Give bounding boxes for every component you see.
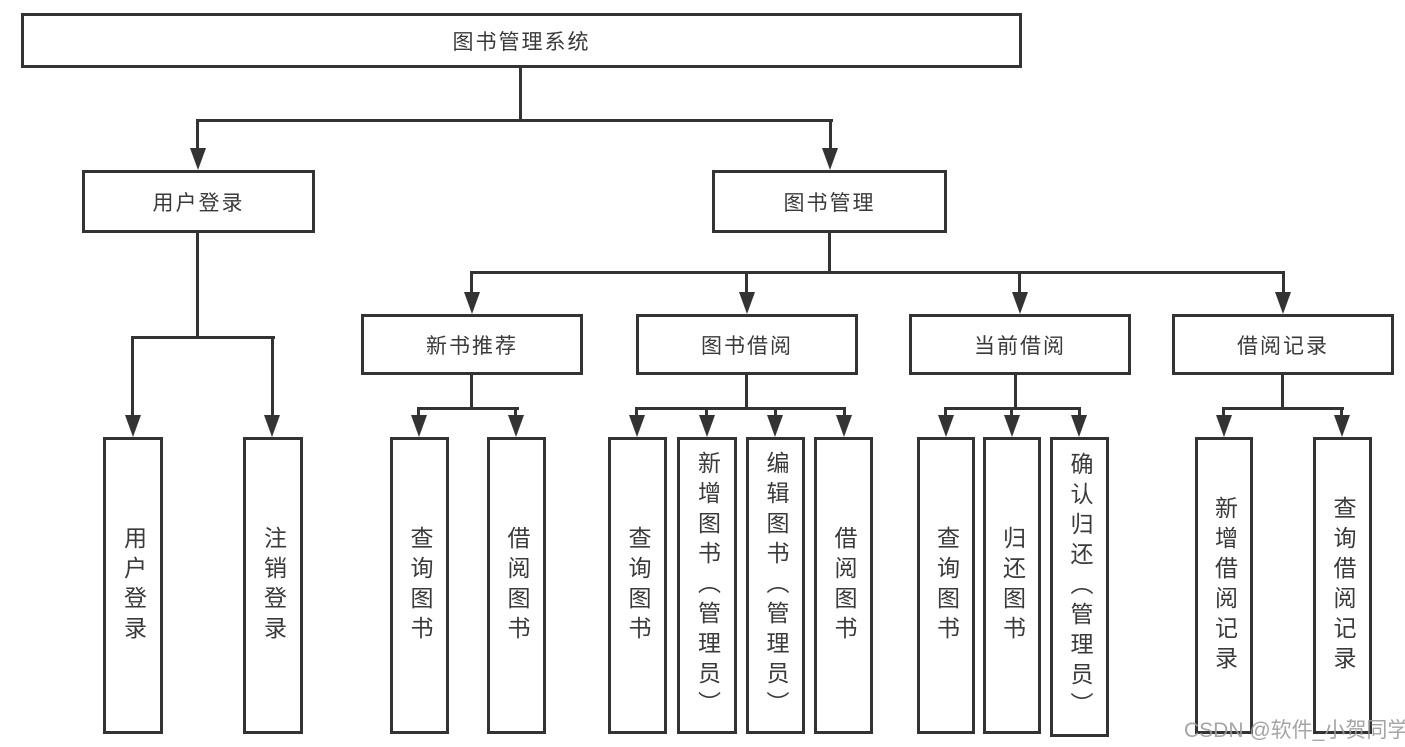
edge-login-bar [131, 336, 275, 339]
arrow-down-icon [1004, 415, 1020, 437]
leaf-confirm-return-admin: 确认归还（管理员） [1050, 437, 1109, 737]
arrow-down-icon [464, 292, 480, 314]
edge-mgmt-drop-4 [1282, 271, 1285, 293]
arrow-down-icon [822, 148, 838, 170]
node-current-borrowing: 当前借阅 [909, 314, 1131, 375]
edge-root-bar [196, 119, 833, 122]
edge-records-drop-1 [1222, 407, 1225, 419]
leaf-query-borrow-record: 查询借阅记录 [1313, 437, 1372, 734]
edge-current-drop-1 [944, 407, 947, 419]
leaf-label: 借阅图书 [831, 525, 857, 646]
leaf-add-books-admin: 新增图书（管理员） [677, 437, 737, 734]
edge-current-drop-3 [1078, 407, 1081, 419]
node-label: 新书推荐 [426, 334, 518, 358]
leaf-label: 借阅图书 [504, 525, 530, 646]
arrow-down-icon [264, 415, 280, 437]
leaf-label: 查询图书 [933, 525, 960, 646]
edge-login-stem [196, 233, 199, 339]
edge-mgmt-drop-3 [1018, 271, 1021, 293]
leaf-label: 归还图书 [999, 525, 1026, 646]
edge-records-bar [1222, 407, 1344, 410]
csdn-watermark: CSDN @软件_小贺同学 [1184, 719, 1405, 742]
arrow-down-icon [938, 415, 954, 437]
leaf-logout: 注销登录 [243, 437, 303, 734]
edge-borrow-drop-4 [843, 407, 846, 419]
leaf-query-books-borrowing: 查询图书 [608, 437, 667, 734]
node-label: 图书管理 [783, 191, 876, 215]
edge-root-drop-left [196, 119, 199, 150]
edge-mgmt-drop-2 [745, 271, 748, 293]
leaf-label: 查询借阅记录 [1330, 495, 1356, 676]
node-book-borrowing: 图书借阅 [636, 314, 858, 375]
arrow-down-icon [508, 415, 524, 437]
leaf-label: 确认归还（管理员） [1067, 452, 1093, 722]
arrow-down-icon [836, 415, 852, 437]
leaf-label: 注销登录 [260, 525, 287, 646]
edge-mgmt-stem [828, 233, 831, 273]
edge-borrow-drop-2 [705, 407, 708, 419]
leaf-query-books-newbook: 查询图书 [390, 437, 449, 734]
leaf-label: 查询图书 [625, 525, 651, 646]
edge-borrow-drop-1 [635, 407, 638, 419]
arrow-down-icon [1216, 415, 1232, 437]
leaf-label: 查询图书 [407, 525, 433, 646]
node-book-management: 图书管理 [712, 170, 947, 233]
arrow-down-icon [629, 415, 645, 437]
leaf-add-borrow-record: 新增借阅记录 [1195, 437, 1253, 734]
arrow-down-icon [1012, 292, 1028, 314]
node-user-login: 用户登录 [82, 170, 315, 233]
edge-newbook-stem [470, 375, 473, 410]
edge-newbook-drop-2 [514, 407, 517, 419]
edge-root-drop-right [829, 119, 832, 150]
node-label: 图书借阅 [701, 334, 793, 358]
leaf-query-books-current: 查询图书 [917, 437, 975, 734]
arrow-down-icon [1071, 415, 1087, 437]
edge-login-drop-1 [131, 336, 134, 416]
arrow-down-icon [1334, 415, 1350, 437]
node-label: 图书管理系统 [452, 30, 591, 54]
arrow-down-icon [411, 415, 427, 437]
leaf-label: 新增借阅记录 [1211, 495, 1238, 676]
edge-newbook-bar [417, 407, 519, 410]
edge-current-stem [1014, 375, 1017, 410]
leaf-borrow-books-borrowing: 借阅图书 [814, 437, 873, 734]
node-library-management-system: 图书管理系统 [21, 13, 1022, 68]
node-new-book-recommendation: 新书推荐 [361, 314, 583, 375]
edge-mgmt-bar [470, 271, 1285, 274]
arrow-down-icon [1275, 292, 1291, 314]
edge-root-stem [519, 66, 522, 121]
edge-records-drop-2 [1340, 407, 1343, 419]
edge-login-drop-2 [271, 336, 274, 416]
leaf-user-login: 用户登录 [103, 437, 163, 734]
leaf-label: 新增图书（管理员） [694, 450, 721, 721]
edge-mgmt-drop-1 [470, 271, 473, 293]
leaf-edit-books-admin: 编辑图书（管理员） [746, 437, 805, 734]
arrow-down-icon [190, 148, 206, 170]
edge-borrow-drop-3 [774, 407, 777, 419]
edge-newbook-drop-1 [417, 407, 420, 419]
arrow-down-icon [699, 415, 715, 437]
node-label: 借阅记录 [1237, 334, 1329, 358]
arrow-down-icon [125, 415, 141, 437]
node-label: 当前借阅 [974, 334, 1066, 358]
arrow-down-icon [739, 292, 755, 314]
arrow-down-icon [767, 415, 783, 437]
leaf-label: 用户登录 [120, 525, 147, 646]
leaf-return-books: 归还图书 [983, 437, 1041, 734]
edge-borrow-stem [745, 375, 748, 410]
node-borrowing-records: 借阅记录 [1172, 314, 1394, 375]
node-label: 用户登录 [152, 191, 245, 215]
edge-records-stem [1281, 375, 1284, 410]
leaf-borrow-books-newbook: 借阅图书 [487, 437, 546, 734]
edge-current-drop-2 [1010, 407, 1013, 419]
edge-borrow-bar [635, 407, 846, 410]
leaf-label: 编辑图书（管理员） [763, 450, 789, 721]
